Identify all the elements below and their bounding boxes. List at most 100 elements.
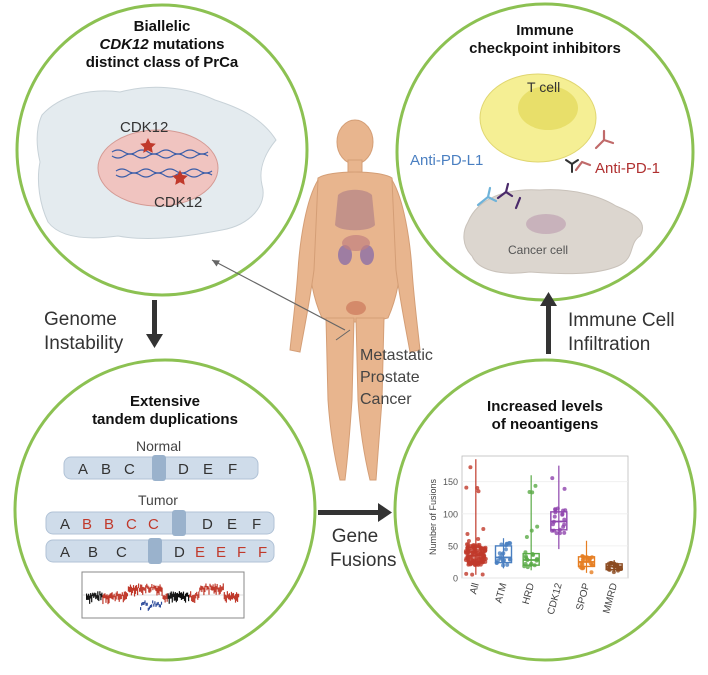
box-all — [463, 459, 488, 577]
data-point — [464, 485, 469, 490]
cnv-mark — [156, 587, 158, 596]
immune-infiltration-label: Immune Cell Infiltration — [568, 309, 675, 357]
cnv-mark — [217, 587, 219, 592]
tumor-chromosome-2 — [45, 538, 275, 564]
cnv-mark — [113, 593, 115, 598]
cnv-mark — [93, 593, 95, 598]
box-spop — [577, 540, 596, 575]
cnv-mark — [178, 591, 181, 598]
gene-letter-tumor1_left-4: C — [148, 516, 159, 533]
pointer-arrowhead — [212, 260, 220, 267]
gene-letter-tumor2_right-2: E — [216, 544, 226, 561]
cnv-mark — [123, 591, 125, 601]
cnv-mark — [146, 583, 148, 588]
t-cell-nucleus — [518, 86, 578, 130]
cnv-mark — [177, 593, 179, 598]
cnv-mark-loss — [140, 607, 142, 611]
cnv-mark — [211, 586, 213, 591]
cnv-mark — [227, 594, 229, 600]
cnv-mark — [218, 587, 220, 595]
cnv-mark — [90, 593, 92, 599]
cnv-mark — [186, 592, 189, 597]
cnv-mark — [233, 595, 236, 600]
cnv-mark — [190, 591, 192, 598]
cnv-mark — [235, 592, 238, 601]
cnv-mark — [133, 587, 136, 597]
cnv-mark-loss — [151, 604, 153, 608]
cnv-mark — [204, 585, 206, 593]
cnv-mark — [226, 591, 228, 598]
genome-instability-label: Genome Instability — [44, 308, 123, 356]
gene-letter-tumor2_right-1: E — [195, 544, 205, 561]
cnv-mark — [115, 592, 117, 600]
cnv-mark — [209, 583, 211, 587]
cnv-mark-loss — [157, 601, 159, 605]
gene-letter-normal_right-2: F — [228, 461, 237, 478]
data-point — [589, 570, 594, 575]
cnv-mark — [154, 585, 156, 590]
panel-br-title-line1: Increased levels — [487, 398, 603, 415]
cnv-mark — [213, 586, 215, 594]
cnv-mark-loss — [148, 606, 150, 610]
cnv-mark — [159, 584, 161, 592]
cnv-mark — [191, 595, 193, 602]
data-point — [550, 476, 555, 481]
cnv-mark — [183, 595, 186, 601]
cnv-mark — [149, 587, 151, 593]
data-point — [561, 524, 566, 529]
gene-label-top: CDK12 — [120, 119, 168, 136]
arrow-down-genome — [146, 300, 163, 348]
cnv-mark-loss — [155, 603, 157, 607]
box-mmrd — [605, 560, 623, 575]
cnv-mark — [216, 583, 218, 590]
cnv-mark-loss — [142, 601, 144, 605]
pd1-receptor-icon — [565, 159, 579, 173]
gene-letter-tumor1_right-2: F — [252, 516, 261, 533]
cnv-mark-loss — [141, 602, 143, 606]
data-point — [554, 531, 559, 536]
panel-tr-title: Immune checkpoint inhibitors — [440, 22, 650, 58]
cnv-mark — [105, 595, 107, 603]
panel-tl-title-line2: CDK12 mutations — [62, 36, 262, 54]
pointer-line-to-cell — [211, 259, 346, 331]
fusion-line2: Fusions — [330, 550, 397, 571]
pointer-line-to-label — [335, 329, 351, 341]
cnv-mark — [121, 592, 123, 597]
panel-tl-title-line2-rest: mutations — [148, 36, 225, 53]
y-tick-label: 50 — [448, 541, 458, 551]
panel-tl-title-line1: Biallelic — [133, 18, 191, 35]
normal-chromosome — [63, 455, 259, 481]
cnv-mark — [160, 586, 162, 592]
cnv-mark — [140, 584, 142, 592]
gene-fusions-label: Gene Fusions — [330, 525, 397, 573]
data-point — [507, 541, 512, 546]
cnv-mark — [194, 594, 196, 603]
cnv-mark — [101, 592, 103, 598]
cnv-mark — [176, 592, 178, 601]
dna-strands — [111, 149, 213, 178]
cnv-mark — [150, 586, 152, 592]
data-point — [466, 539, 471, 544]
center-label-line1: Metastatic — [360, 347, 433, 364]
data-point — [477, 542, 482, 547]
cnv-mark — [180, 592, 183, 600]
panel-bl-title-line2: tandem duplications — [92, 411, 238, 428]
cnv-mark — [174, 592, 176, 601]
gene-letter-normal_left-2: C — [124, 461, 135, 478]
cnv-mark — [201, 585, 203, 593]
data-point — [476, 536, 481, 541]
cnv-mark — [126, 593, 128, 597]
gene-letter-tumor2_left-1: B — [88, 544, 98, 561]
y-axis-label: Number of Fusions — [428, 478, 438, 555]
cnv-mark — [155, 585, 157, 592]
gene-letter-normal_right-1: E — [203, 461, 213, 478]
internal-organs — [335, 189, 375, 315]
cnv-mark — [158, 586, 160, 595]
x-tick-label-hrd: HRD — [521, 582, 537, 606]
gene-letter-tumor1_left-3: C — [126, 516, 137, 533]
cnv-mark — [110, 592, 112, 599]
cnv-mark — [129, 584, 132, 592]
cnv-mark-loss — [149, 604, 152, 608]
